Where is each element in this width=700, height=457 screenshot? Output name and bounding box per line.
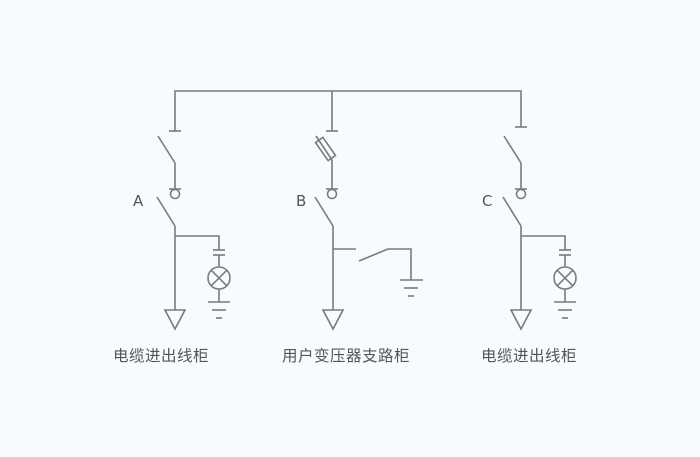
earthing-switch-b: [333, 248, 412, 280]
disconnector-a: [157, 135, 176, 189]
unit-letter-b: B: [296, 192, 307, 210]
indicator-lamp-a: [207, 266, 231, 302]
unit-letter-c: C: [482, 192, 493, 210]
caption-unit-a: 电缆进出线柜: [113, 347, 210, 365]
unit-letter-a: A: [133, 192, 144, 210]
caption-unit-c: 电缆进出线柜: [481, 347, 578, 365]
indicator-lamp-c: [553, 266, 577, 302]
load-switch-b: [314, 196, 334, 227]
capacitor-c: [559, 249, 571, 267]
capacitor-a: [213, 249, 225, 267]
load-switch-c: [502, 196, 522, 227]
ground-b: [400, 279, 423, 297]
indicator-branch-c: [521, 235, 566, 250]
fuse-b: [314, 135, 337, 189]
contact-circle-b: [326, 188, 338, 200]
ground-c: [554, 301, 576, 319]
disconnector-c: [503, 135, 522, 189]
indicator-branch-a: [175, 235, 220, 250]
unit-c: [502, 126, 577, 331]
main-busbar: [174, 90, 522, 131]
load-switch-a: [156, 196, 176, 227]
contact-circle-c: [515, 188, 527, 200]
cable-termination-b: [321, 309, 345, 331]
cable-termination-c: [509, 309, 533, 331]
ground-a: [208, 301, 230, 319]
contact-circle-a: [169, 188, 181, 200]
unit-a: [156, 130, 231, 331]
cable-termination-a: [163, 309, 187, 331]
unit-b: [314, 130, 423, 331]
caption-unit-b: 用户变压器支路柜: [282, 347, 411, 365]
